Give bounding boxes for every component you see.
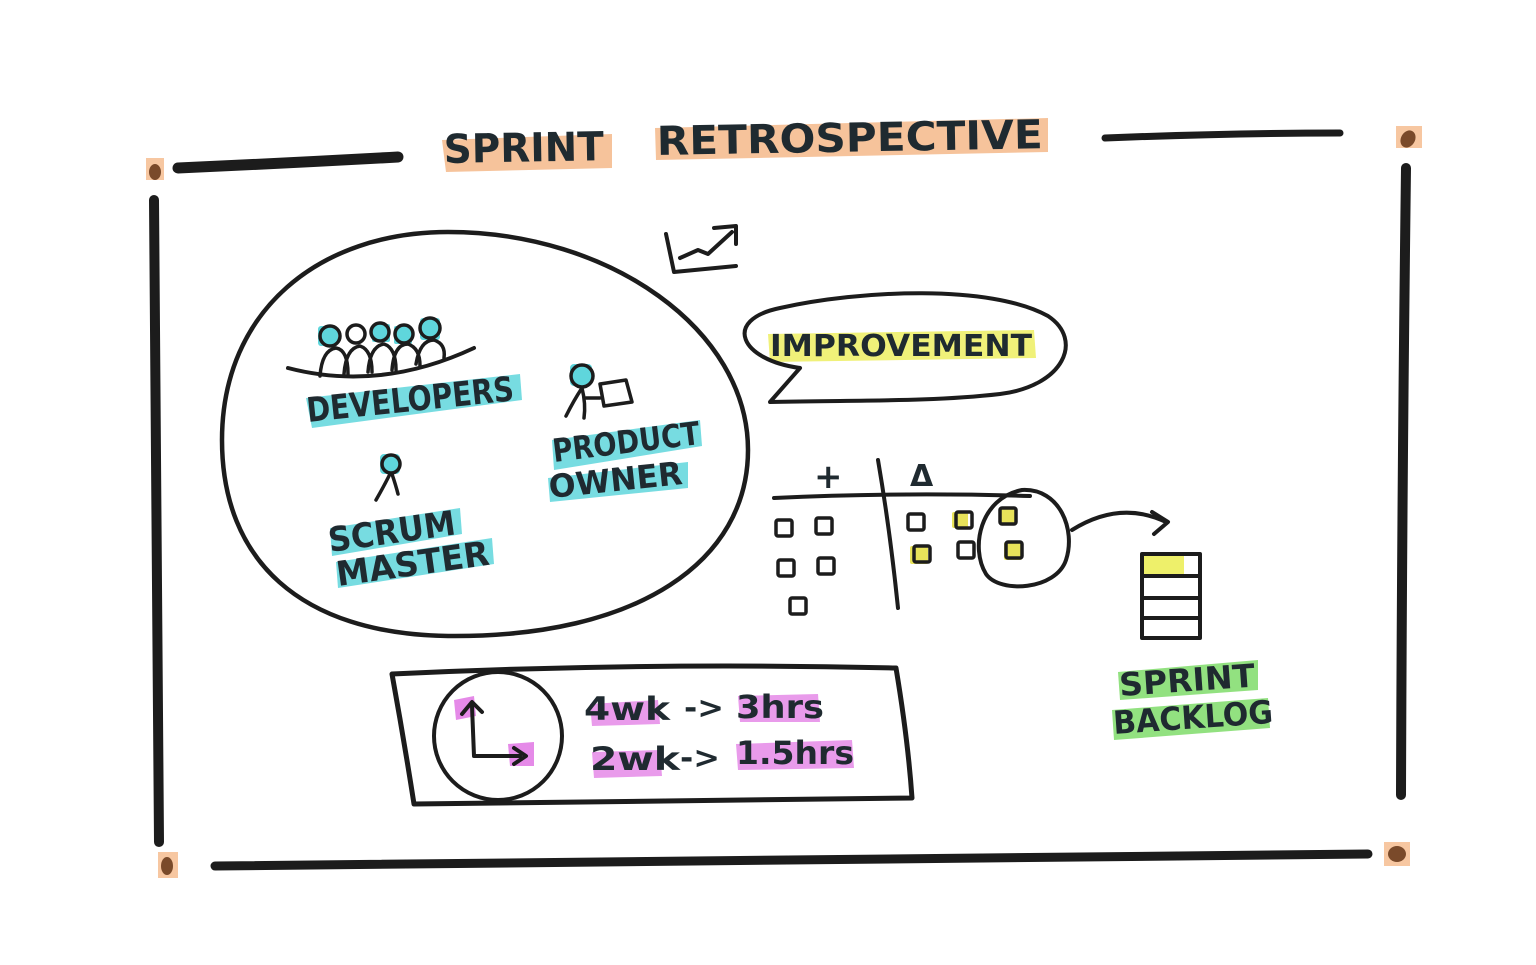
- board-horizontal-line: [772, 492, 1032, 500]
- sprint-backlog-label-line1: SPRINT: [1118, 657, 1256, 704]
- title-word-1: SPRINT: [443, 124, 604, 173]
- frame-right-line: [1396, 163, 1411, 800]
- improvement-label: IMPROVEMENT: [770, 329, 1033, 364]
- arrow-head: [1150, 510, 1170, 536]
- timebox-outline: [389, 663, 915, 807]
- frame-top-right-line: [1101, 129, 1344, 142]
- frame-left-line: [149, 195, 164, 847]
- product-owner-label: PRODUCT OWNER: [547, 414, 702, 506]
- title: SPRINT RETROSPECTIVE: [442, 112, 1048, 173]
- backlog-stack-icon: [1140, 552, 1202, 640]
- corner-dot: [1388, 846, 1406, 862]
- to-backlog-arrow: [1070, 510, 1168, 532]
- frame: [146, 126, 1422, 878]
- sprint-backlog-label: SPRINT BACKLOG: [1112, 657, 1274, 742]
- product-owner-icon: [564, 363, 634, 420]
- scrum-team-circle: [219, 229, 751, 639]
- board-divider-line: [876, 458, 900, 610]
- selected-items-circle: [976, 487, 1071, 589]
- improvement-highlight: [768, 330, 1036, 362]
- timebox-row2-right: 1.5hrs: [736, 734, 854, 772]
- title-highlight: [655, 118, 1048, 160]
- speech-bubble-outline: [742, 291, 1068, 404]
- title-word-2: RETROSPECTIVE: [656, 112, 1043, 165]
- plus-column-notes: [774, 516, 836, 616]
- scrum-master-icon: [374, 453, 402, 502]
- timebox-row2-left: 2wk: [590, 740, 681, 778]
- corner-dot: [149, 164, 161, 180]
- improvement-bubble: IMPROVEMENT: [742, 291, 1068, 404]
- timebox-row1-arrow: ->: [684, 691, 724, 726]
- timebox-row1-left: 4wk: [584, 690, 671, 728]
- corner-dot: [1400, 130, 1416, 148]
- corner-dot: [161, 857, 173, 875]
- frame-bottom-line: [210, 849, 1373, 871]
- frame-top-left-line: [172, 151, 404, 174]
- delta-column-notes: [906, 506, 1024, 564]
- retro-board: + Δ: [772, 457, 1170, 616]
- growth-chart-icon: [664, 224, 738, 274]
- delta-column-header: Δ: [910, 459, 934, 494]
- title-highlight: [442, 134, 612, 172]
- timebox-row2-arrow: ->: [680, 741, 720, 776]
- timebox-box: 4wk -> 3hrs 2wk -> 1.5hrs: [389, 663, 915, 807]
- developers-team-icon: [286, 316, 476, 379]
- plus-column-header: +: [814, 457, 843, 497]
- timebox-row1-right: 3hrs: [736, 688, 824, 726]
- developers-label: DEVELOPERS: [305, 369, 522, 431]
- scrum-master-label: SCRUM MASTER: [326, 503, 494, 595]
- clock-icon: [432, 670, 564, 802]
- developers-label-text: DEVELOPERS: [305, 369, 516, 431]
